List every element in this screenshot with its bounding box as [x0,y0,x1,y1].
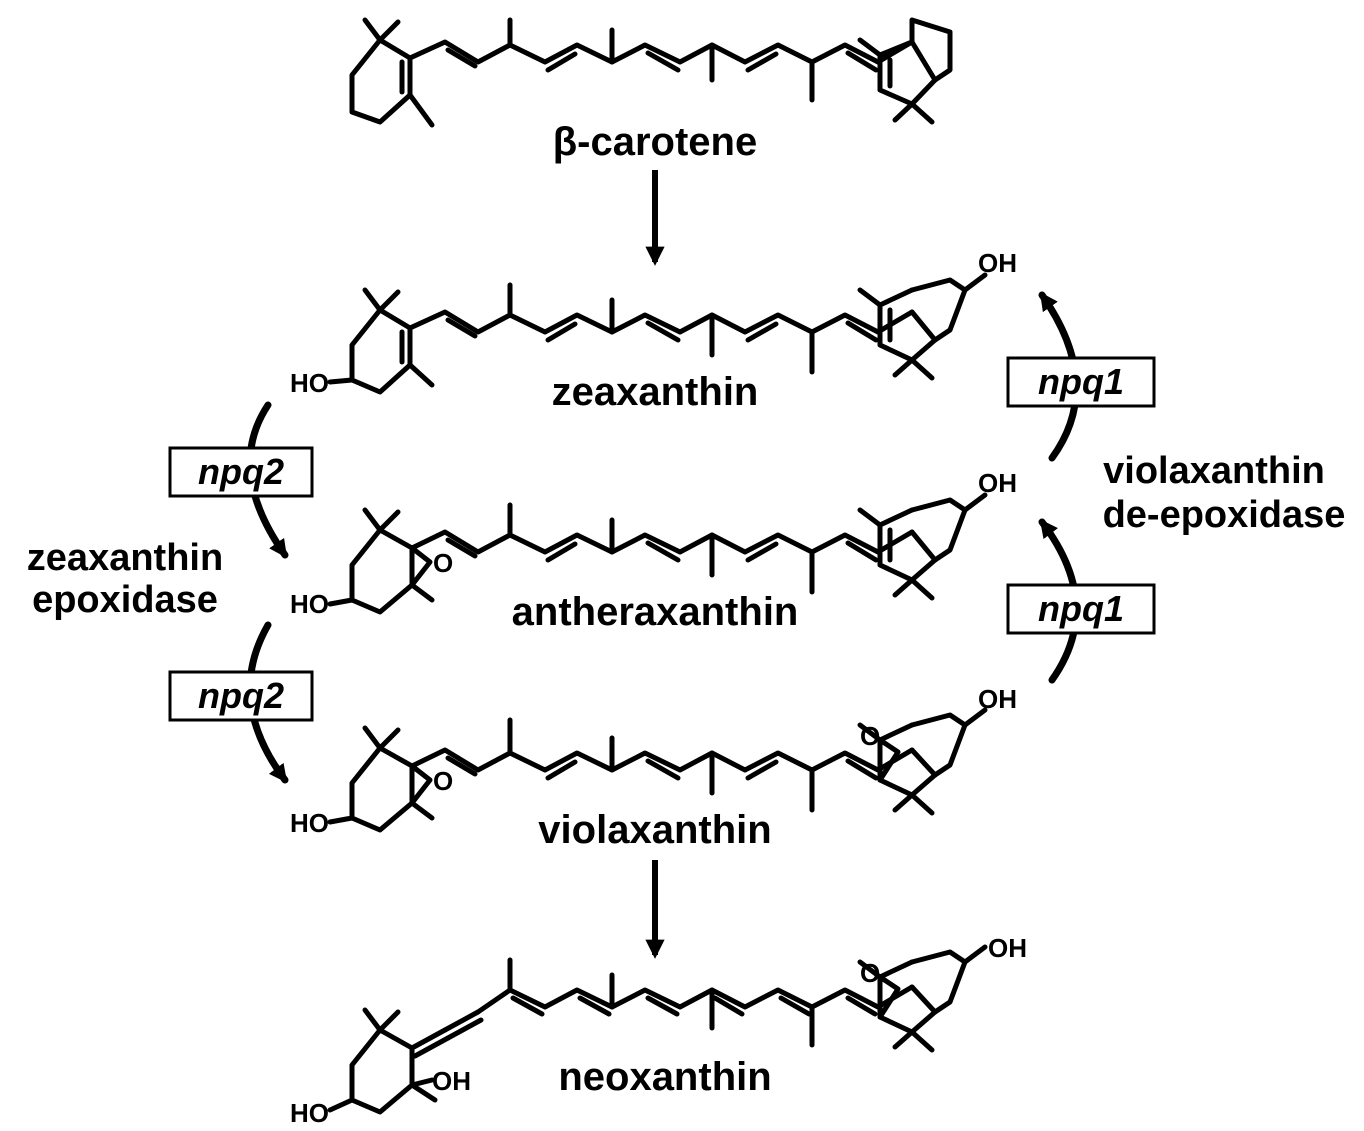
neoxanthin-ho-label: HO [290,1098,329,1128]
antheraxanthin-structure [327,492,988,615]
zeaxanthin-structure [327,272,988,395]
neoxanthin-structure [327,944,988,1115]
violaxanthin-oh-label: OH [978,684,1017,714]
neoxanthin-label: neoxanthin [558,1055,771,1099]
antheraxanthin-oh-label: OH [978,468,1017,498]
antheraxanthin-o-label: O [433,548,453,578]
violaxanthin-de-epoxidase-line1: violaxanthin [1103,450,1325,492]
npq2-box-upper [168,446,314,498]
neoxanthin-oh-left-label: OH [432,1066,471,1096]
npq1-box-upper [1006,356,1156,408]
npq1-label-lower: npq1 [1038,588,1124,629]
violaxanthin-label: violaxanthin [538,808,771,852]
npq2-label-lower: npq2 [198,675,284,716]
npq1-label-upper: npq1 [1038,361,1124,402]
zeaxanthin-label: zeaxanthin [552,370,759,414]
violaxanthin-o-left-label: O [433,766,453,796]
violaxanthin-ho-label: HO [290,808,329,838]
npq2-box-lower [168,670,314,722]
npq1-box-lower [1006,583,1156,635]
zeaxanthin-epoxidase-line1: zeaxanthin [27,537,223,579]
neoxanthin-oh-right-label: OH [988,933,1027,963]
beta-carotene-structure [349,17,953,128]
violaxanthin-o-right-label: O [860,721,880,751]
zeaxanthin-oh-label: OH [978,248,1017,278]
antheraxanthin-label: antheraxanthin [512,590,799,634]
neoxanthin-o-label: O [860,958,880,988]
npq2-label-upper: npq2 [198,451,284,492]
beta-carotene-label: β-carotene [553,120,757,164]
violaxanthin-structure [327,707,988,833]
zeaxanthin-ho-label: HO [290,368,329,398]
antheraxanthin-ho-label: HO [290,589,329,619]
violaxanthin-de-epoxidase-line2: de-epoxidase [1103,494,1346,536]
zeaxanthin-epoxidase-line2: epoxidase [32,579,218,621]
